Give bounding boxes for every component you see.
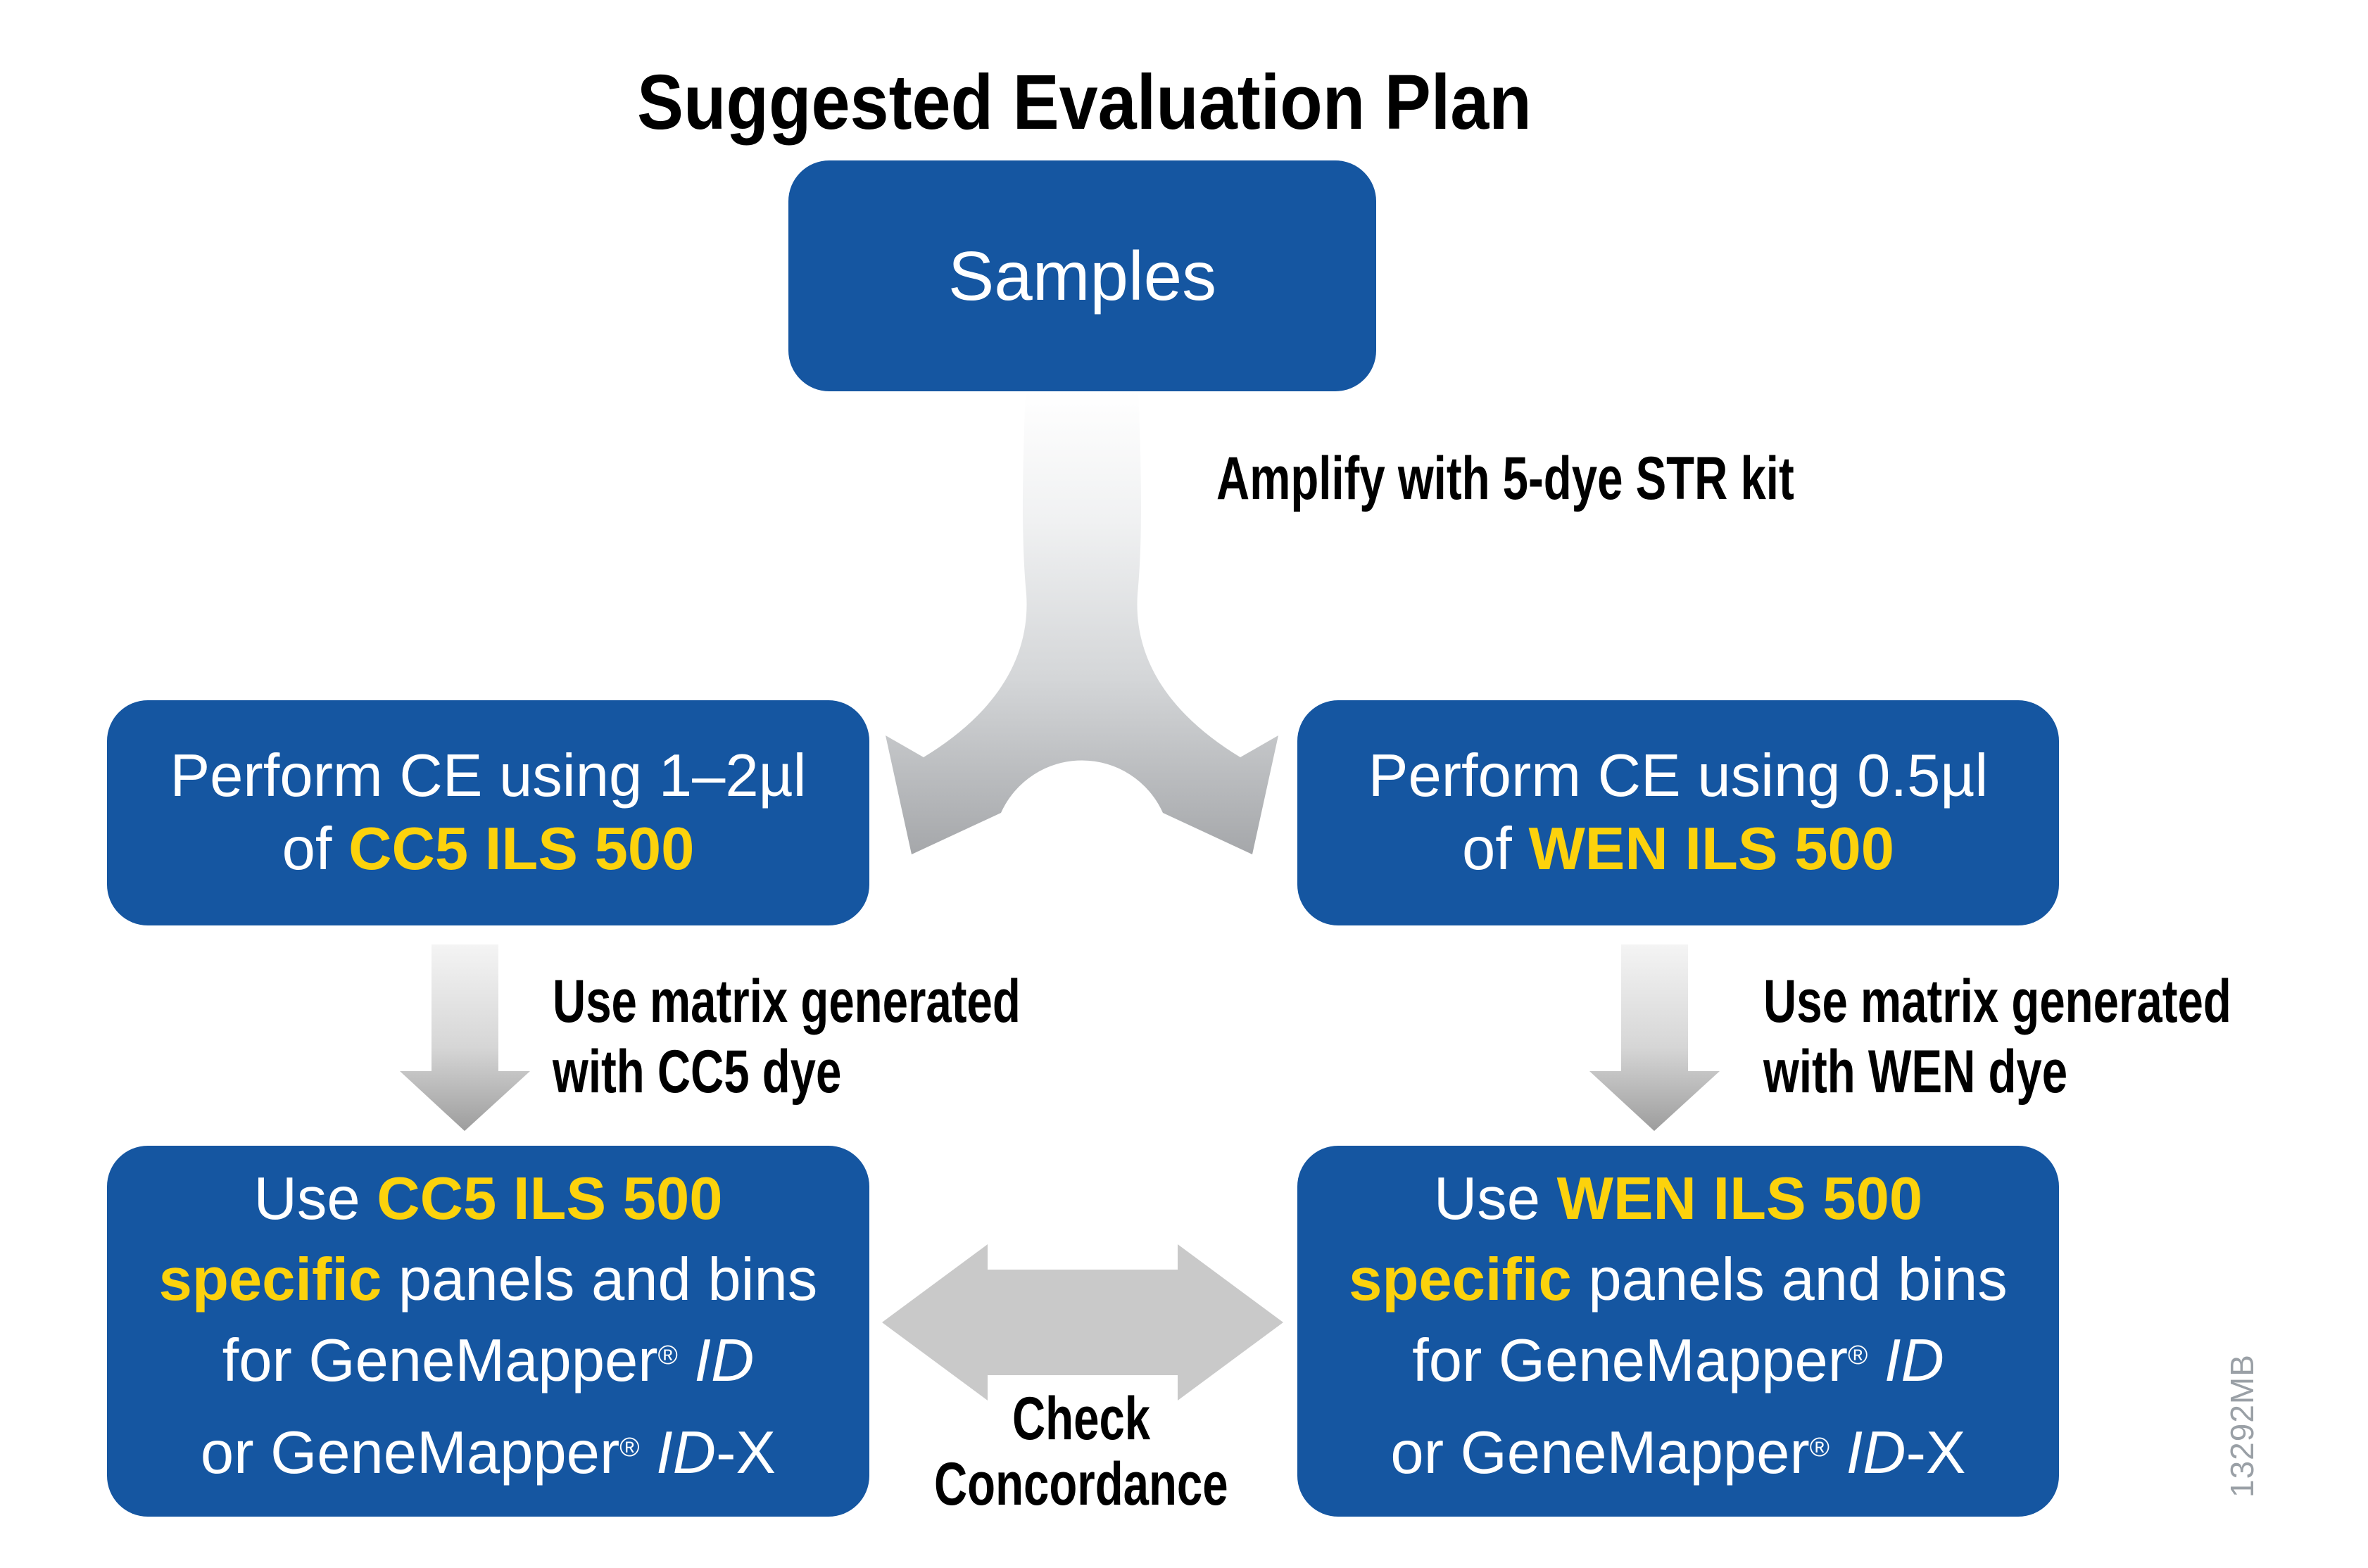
flow-node-panels-cc5: Use CC5 ILS 500 specific panels and bins… <box>107 1146 869 1517</box>
panels-cc5-line4-suffix: -X <box>716 1419 776 1486</box>
ce-cc5-line2: of CC5 ILS 500 <box>282 813 695 886</box>
panels-wen-line2-suffix: panels and bins <box>1571 1246 2008 1313</box>
registered-mark-icon: ® <box>1809 1431 1829 1462</box>
panels-cc5-line4-product: ID <box>639 1419 717 1486</box>
split-arrow <box>886 391 1278 854</box>
panels-cc5-line3-product: ID <box>677 1327 755 1394</box>
flow-node-panels-wen: Use WEN ILS 500 specific panels and bins… <box>1297 1146 2059 1517</box>
panels-wen-line1: Use WEN ILS 500 <box>1434 1158 1922 1239</box>
ce-cc5-line1: Perform CE using 1–2µl <box>170 742 807 809</box>
split-arrow-shape <box>886 391 1278 854</box>
matrix-wen-line1: Use matrix generated <box>1763 968 2231 1035</box>
flow-node-ce-wen: Perform CE using 0.5µl of WEN ILS 500 <box>1297 700 2059 925</box>
watermark-code: 13292MB <box>2224 1354 2260 1498</box>
panels-wen-line3: for GeneMapper® ID <box>1412 1320 1944 1412</box>
ce-wen-line2-prefix: of <box>1461 816 1529 883</box>
panels-wen-line1-highlight: WEN ILS 500 <box>1556 1165 1923 1232</box>
flow-node-samples: Samples <box>788 160 1376 391</box>
matrix-cc5-line1: Use matrix generated <box>553 968 1021 1035</box>
page-title-text: Suggested Evaluation Plan <box>637 59 1532 146</box>
panels-wen-line1-prefix: Use <box>1433 1165 1557 1232</box>
matrix-cc5-line2: with CC5 dye <box>553 1038 842 1106</box>
registered-mark-icon: ® <box>619 1431 640 1462</box>
panels-cc5-line1-highlight: CC5 ILS 500 <box>377 1165 723 1232</box>
down-arrow-left-shape <box>400 944 530 1131</box>
panels-wen-line2: specific panels and bins <box>1349 1239 2008 1320</box>
page-title: Suggested Evaluation Plan <box>637 61 1631 145</box>
double-arrow <box>882 1244 1283 1401</box>
panels-cc5-line4: or GeneMapper® ID-X <box>201 1412 776 1505</box>
panels-wen-line3-product: ID <box>1868 1327 1944 1394</box>
panels-wen-line4-product: ID <box>1829 1419 1906 1486</box>
ce-wen-line2-highlight: WEN ILS 500 <box>1528 816 1895 883</box>
samples-label: Samples <box>947 237 1217 315</box>
panels-cc5-line1: Use CC5 ILS 500 <box>253 1158 722 1239</box>
check-line2: Concordance <box>934 1450 1228 1518</box>
panels-wen-line2-highlight: specific <box>1349 1246 1572 1313</box>
panels-cc5-line1-prefix: Use <box>253 1165 377 1232</box>
ce-wen-line1: Perform CE using 0.5µl <box>1368 742 1989 809</box>
panels-wen-line3-prefix: for GeneMapper <box>1412 1327 1849 1394</box>
flow-node-ce-cc5: Perform CE using 1–2µl of CC5 ILS 500 <box>107 700 869 925</box>
amplify-label-text: Amplify with 5-dye STR kit <box>1216 445 1794 512</box>
panels-cc5-line3-prefix: for GeneMapper <box>222 1327 658 1394</box>
check-line1: Check <box>1012 1385 1151 1453</box>
panels-cc5-line4-prefix: or GeneMapper <box>200 1419 620 1486</box>
down-arrow-right-shape <box>1589 944 1720 1131</box>
registered-mark-icon: ® <box>657 1339 678 1370</box>
panels-cc5-line2-suffix: panels and bins <box>382 1246 818 1313</box>
panels-cc5-line3: for GeneMapper® ID <box>222 1320 755 1412</box>
matrix-cc5-label: Use matrix generated with CC5 dye <box>553 966 1169 1107</box>
panels-cc5-line2-highlight: specific <box>158 1246 382 1313</box>
check-concordance-label: Check Concordance <box>870 1386 1292 1517</box>
registered-mark-icon: ® <box>1848 1339 1868 1370</box>
double-arrow-shape <box>882 1244 1283 1401</box>
ce-cc5-line2-prefix: of <box>282 816 349 883</box>
amplify-label: Amplify with 5-dye STR kit <box>1216 443 1977 514</box>
down-arrow-left <box>400 944 530 1131</box>
panels-wen-line4: or GeneMapper® ID-X <box>1390 1412 1965 1505</box>
ce-wen-line2: of WEN ILS 500 <box>1462 813 1894 886</box>
matrix-wen-label: Use matrix generated with WEN dye <box>1763 966 2368 1107</box>
panels-cc5-line2: specific panels and bins <box>159 1239 818 1320</box>
matrix-wen-line2: with WEN dye <box>1763 1038 2068 1106</box>
panels-wen-line4-suffix: -X <box>1906 1419 1966 1486</box>
down-arrow-right <box>1589 944 1720 1131</box>
panels-wen-line4-prefix: or GeneMapper <box>1390 1419 1810 1486</box>
ce-cc5-line2-highlight: CC5 ILS 500 <box>348 816 695 883</box>
